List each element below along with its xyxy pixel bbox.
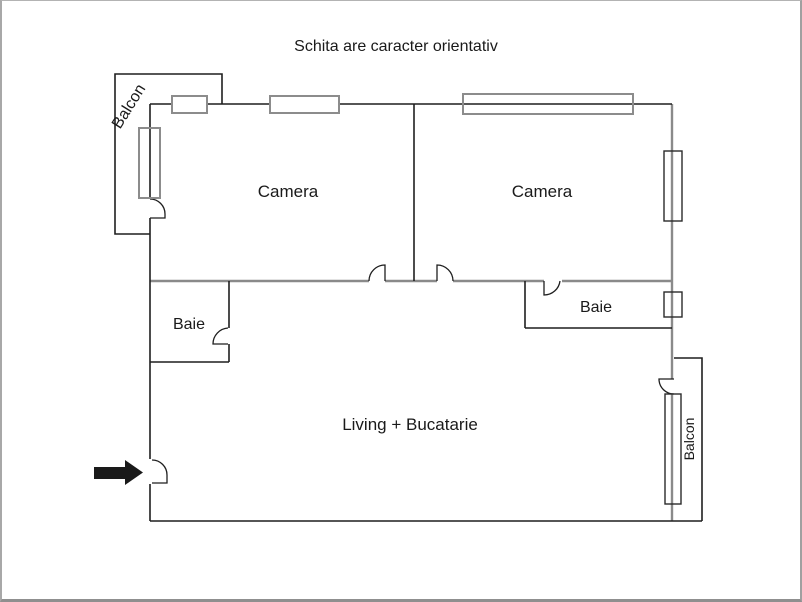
room-label-baie-right: Baie <box>580 299 612 316</box>
door-baie-left <box>212 327 229 345</box>
entrance-arrow-icon <box>94 460 143 485</box>
balcon-bottom-right-walls <box>674 357 703 521</box>
door-balcon-bottom-right <box>658 378 675 395</box>
baie-left-walls <box>150 281 230 363</box>
door-entrance <box>151 459 168 484</box>
window-camera-left-top <box>269 95 340 114</box>
page-title: Schita are caracter orientativ <box>294 38 498 55</box>
door-balcon-top-left <box>149 198 166 219</box>
door-camera-right <box>436 264 454 282</box>
window-camera-right-top <box>462 93 634 115</box>
baie-right-walls <box>524 281 672 329</box>
window-baie-right <box>663 291 683 318</box>
room-label-living: Living + Bucatarie <box>342 415 478 434</box>
door-camera-left <box>368 264 386 282</box>
window-balcon-bottom-right <box>664 393 682 505</box>
walls-secondary <box>150 104 674 521</box>
window-camera-right-side <box>663 150 683 222</box>
room-label-baie-left: Baie <box>173 316 205 333</box>
door-baie-right <box>543 280 561 296</box>
walls-primary <box>114 73 703 522</box>
window-balcon-top-left <box>138 127 161 199</box>
windows <box>138 93 683 505</box>
room-label-balcon-bottom-right: Balcon <box>681 418 697 461</box>
balcon-top-left-walls <box>114 73 223 235</box>
room-label-camera-left: Camera <box>258 182 319 201</box>
room-label-camera-right: Camera <box>512 182 573 201</box>
doors <box>149 198 675 484</box>
window-top-balcony <box>171 95 208 114</box>
